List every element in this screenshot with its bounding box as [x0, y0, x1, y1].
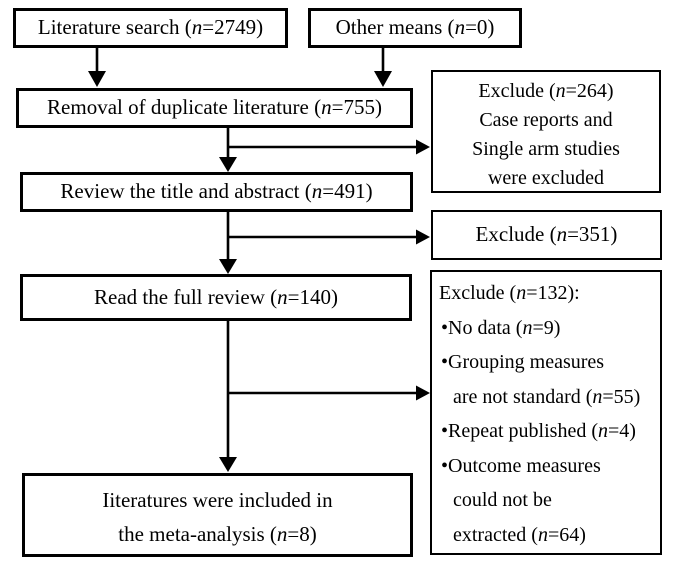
exclude-264-line: Exclude (n=264)	[478, 80, 614, 102]
arrow-other-means-to-removal	[374, 47, 392, 87]
arrow-review-to-full-review	[219, 211, 237, 274]
exclude-132-bullet-cont: could not be	[453, 489, 552, 511]
box-exclude-351-label: Exclude (n=351)	[475, 222, 618, 247]
exclude-264-line: Single arm studies	[472, 138, 620, 160]
box-other-means-label: Other means (n=0)	[335, 15, 495, 40]
exclude-132-bullet: Outcome measures	[432, 449, 660, 484]
exclude-132-bullet: Grouping measures	[432, 345, 660, 380]
exclude-132-bullet: Repeat published (n=4)	[432, 414, 660, 449]
box-review-title-abstract: Review the title and abstract (n=491)	[20, 172, 413, 212]
box-duplicate-removal-label: Removal of duplicate literature (n=755)	[47, 95, 382, 120]
box-exclude-264: Exclude (n=264) Case reports and Single …	[431, 70, 661, 193]
box-literature-search: Literature search (n=2749)	[13, 8, 288, 48]
box-review-title-abstract-label: Review the title and abstract (n=491)	[60, 179, 373, 204]
included-line: the meta-analysis (n=8)	[118, 522, 317, 546]
exclude-264-line: Case reports and	[479, 109, 613, 131]
box-exclude-132: Exclude (n=132): No data (n=9) Grouping …	[430, 270, 662, 555]
arrow-branch-to-exclude-351	[227, 229, 430, 245]
exclude-264-line: were excluded	[487, 167, 605, 189]
arrow-branch-to-exclude-132	[227, 385, 430, 401]
included-line: Iiteratures were included in	[102, 488, 333, 512]
box-other-means: Other means (n=0)	[308, 8, 522, 48]
box-read-full-review: Read the full review (n=140)	[20, 274, 412, 321]
arrow-full-review-to-included	[219, 320, 237, 472]
box-exclude-351: Exclude (n=351)	[431, 210, 662, 260]
arrow-literature-search-to-removal	[88, 47, 106, 87]
arrow-removal-to-review	[219, 127, 237, 172]
exclude-132-bullet: No data (n=9)	[432, 311, 660, 346]
exclude-132-bullet-cont: extracted (n=64)	[453, 523, 586, 546]
exclude-132-header: Exclude (n=132):	[439, 282, 580, 304]
exclude-132-bullet-cont: are not standard (n=55)	[453, 385, 641, 408]
box-included-meta-analysis: Iiteratures were included in the meta-an…	[22, 473, 413, 557]
box-literature-search-label: Literature search (n=2749)	[37, 15, 264, 40]
box-duplicate-removal: Removal of duplicate literature (n=755)	[16, 88, 413, 128]
box-read-full-review-label: Read the full review (n=140)	[94, 284, 338, 309]
arrow-branch-to-exclude-264	[227, 139, 430, 155]
